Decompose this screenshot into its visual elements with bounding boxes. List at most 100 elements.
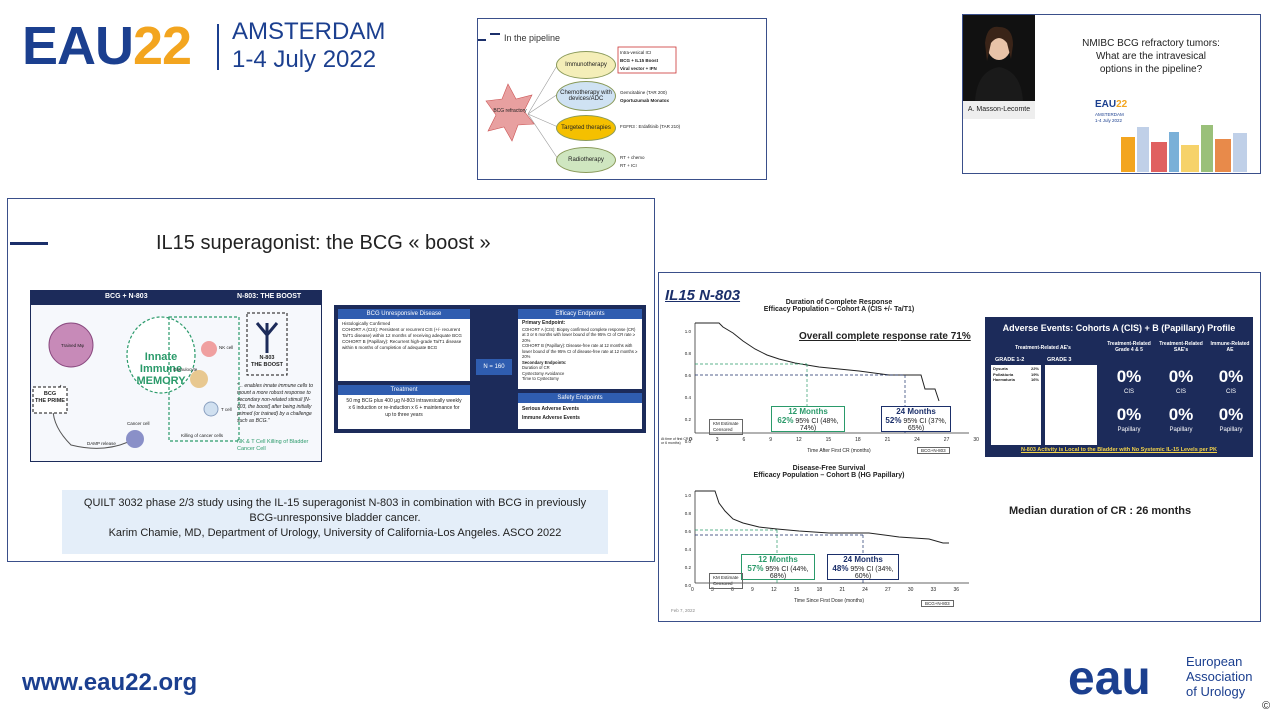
safety-box: Safety Endpoints Serious Adverse Events … [518,393,642,429]
node-chemotherapy[interactable]: Chemotherapy with devices/ADC [556,81,616,111]
eau22-logo: EAU22 [22,16,192,76]
ae-footer: N-803 Activity is Local to the Bladder w… [1020,447,1218,453]
logo-22: 22 [133,16,192,76]
chart2-12mo-box: 12 Months 57% 95% CI (44%, 68%) [741,554,815,580]
il15-main-slide[interactable]: IL15 superagonist: the BCG « boost » BCG… [7,198,655,562]
label-granulocyte: Granulocyte [173,367,198,372]
safety-items: Serious Adverse Events Immune Adverse Ev… [522,406,580,421]
ae-pap-sae: 0% [1168,405,1194,424]
eau-org-logo: eau [1066,652,1174,707]
chart1-atfirst: At time of first CR (3 or 6 months) [661,437,693,445]
pipeline-slide-thumbnail[interactable]: In the pipeline BCG refractory Immunothe… [477,18,767,180]
adverse-events-panel: Adverse Events: Cohorts A (CIS) + B (Pap… [985,317,1253,457]
pipeline-connectors [485,46,677,160]
title-bar [478,39,486,41]
bcg-refractory-label: BCG refractory [493,108,527,114]
node-targeted[interactable]: Targeted therapies [556,115,616,141]
speaker-video [963,15,1035,101]
innate-quote: "... enables innate immune cells to moun… [237,383,313,424]
immuno-items: Intra-vesical ICI BCG + IL15 Boost Viral… [620,50,659,71]
logo-eau: EAU [22,16,134,76]
ae-pap-irae: 0% [1218,405,1244,424]
svg-text:eau: eau [1068,654,1151,702]
ae-cis-label-2: CIS [1175,389,1186,395]
speaker-name: A. Masson-Lecomte [963,101,1035,119]
n803-results-slide[interactable]: IL15 N-803 Duration of Complete Response… [658,272,1261,622]
median-duration: Median duration of CR : 26 months [1009,505,1192,517]
label-killing: Killing of cancer cells [181,433,224,438]
chart1-legend-series: BCG+N-803 [917,447,950,454]
slide-title-bar [10,242,48,245]
safety-header: Safety Endpoints [518,393,642,403]
disease-header: BCG Unresponsive Disease [338,309,470,319]
granulocyte-icon [190,370,208,388]
label-nk-cell: NK cell [219,345,234,350]
disease-box: BCG Unresponsive Disease Histologically … [338,309,470,381]
efficacy-items: Primary Endpoint: COHORT A (CIS): Biopsy… [522,320,638,381]
slide-caption: QUILT 3032 phase 2/3 study using the IL-… [62,490,608,554]
chart2-legend: KM Estimate Censored [709,573,743,589]
ae-grade12: GRADE 1-2 [995,357,1025,363]
cancer-cell-icon [126,430,144,448]
chart1-yticks: 1.0 0.8 0.6 0.4 0.2 0.0 [684,329,691,444]
bcg-refractory-burst [485,83,535,142]
n803-boost-label: N-803 THE BOOST [250,355,284,368]
n803-antibody-icon [255,322,279,353]
radio-items: RT + chemo RT + ICI [620,155,645,168]
chart1-km-curve [694,322,969,434]
mini-location: AMSTERDAM 1-4 July 2022 [1095,112,1124,123]
trial-design-panel: BCG Unresponsive Disease Histologically … [334,305,646,433]
mini-eau-logo: EAU22 [1095,99,1128,110]
ae-col3: Treatment-Related SAE's [1159,341,1203,353]
disease-items: Histologically Confirmed COHORT A (CIS):… [342,321,462,350]
ae-grade3-table [1045,365,1097,445]
ae-pap-g45: 0% [1116,405,1142,424]
chart2-title: Disease-Free Survival Efficacy Populatio… [753,465,905,479]
header-n803-boost: N-803: THE BOOST [237,293,302,300]
chart1-title: Duration of Complete Response Efficacy P… [763,299,915,313]
chart1-24mo-box: 24 Months 52% 95% CI (37%, 65%) [881,406,951,432]
bcg-prime-label: BCG THE PRIME [35,391,65,404]
copyright-mark: © [1262,700,1271,712]
speaker-video-thumbnail[interactable]: A. Masson-Lecomte NMIBC BCG refractory t… [962,14,1261,174]
chart1-12mo-box: 12 Months 62% 95% CI (48%, 74%) [771,406,845,432]
innate-memory-label: Innate Immune MEMORY [136,351,186,387]
chart2-legend-series: BCG+N-803 [921,600,954,607]
ae-col4: Immune-Related AE [1210,341,1250,353]
sample-size-arrow: N = 160 [476,359,512,375]
treatment-text: 50 mg BCG plus 400 µg N-803 intravesical… [346,398,462,418]
chart1-xlabel: Time After First CR (months) [807,448,871,454]
efficacy-box: Efficacy Endpoints Primary Endpoint: COH… [518,309,642,389]
t-cell-icon [203,401,219,417]
node-radiotherapy[interactable]: Radiotherapy [556,147,616,173]
pipeline-title: In the pipeline [504,33,561,43]
website-link[interactable]: www.eau22.org [22,669,198,696]
treatment-box: Treatment 50 mg BCG plus 400 µg N-803 in… [338,385,470,429]
amsterdam-skyline-icon [1121,125,1247,172]
nk-cell-icon [201,341,217,357]
label-cancer-cell: Cancer cell [127,421,150,426]
slide-title: IL15 superagonist: the BCG « boost » [156,232,491,254]
nk-t-cell-label: NK & T Cell Killing of Bladder Cancer Ce… [237,439,309,452]
ae-pap-label-3: Papillary [1219,427,1243,433]
ae-col1: Treatment-Related AE's [1015,345,1071,351]
treatment-header: Treatment [338,385,470,395]
eau-mark-icon: eau [1068,652,1151,705]
node-immunotherapy[interactable]: Immunotherapy [556,51,616,79]
ae-grade3: GRADE 3 [1047,357,1072,363]
speaker-figure-icon [975,26,1023,101]
label-t-cell: T cell [221,407,232,412]
ae-title: Adverse Events: Cohorts A (CIS) + B (Pap… [1002,323,1236,333]
ae-cis-g45: 0% [1116,367,1142,386]
header-bcg-n803: BCG + N-803 [105,293,148,300]
logo-divider [217,24,219,70]
trained-macrophage-icon [48,322,94,368]
efficacy-header: Efficacy Endpoints [518,309,642,319]
mechanism-header [31,291,321,305]
mechanism-diagram [32,312,288,449]
results-title: IL15 N-803 [665,287,741,304]
mechanism-panel: BCG + N-803 N-803: THE BOOST Innate Immu… [30,290,322,462]
chart1-legend: KM Estimate Censored [709,419,743,435]
title-accent [490,33,500,35]
